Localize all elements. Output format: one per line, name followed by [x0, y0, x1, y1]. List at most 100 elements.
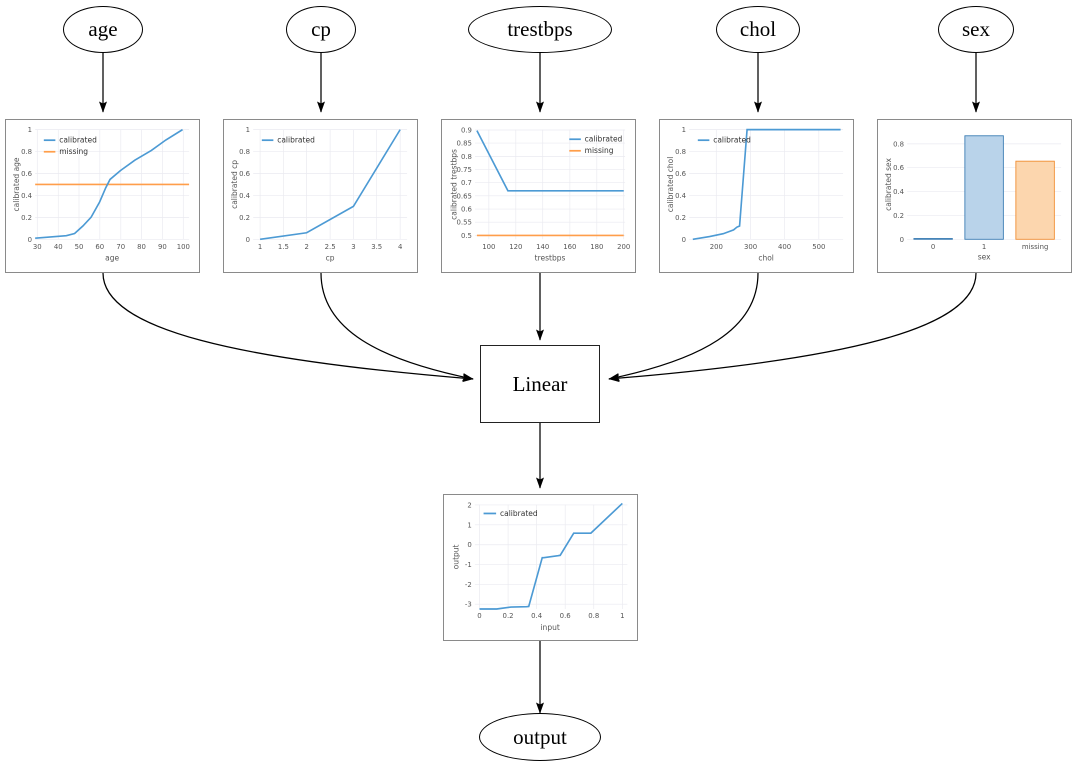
chart-chol-legend: calibrated [697, 136, 751, 145]
chart-panel-trestbps: calibrated missing 0.5 0.55 0.6 0.65 0.7… [441, 119, 636, 273]
svg-text:0.8: 0.8 [239, 148, 250, 156]
node-chol[interactable]: chol [716, 6, 800, 53]
svg-text:0: 0 [467, 541, 471, 549]
svg-text:0.6: 0.6 [239, 170, 250, 178]
svg-text:0.6: 0.6 [21, 170, 32, 178]
edge-cholchart-to-linear [608, 272, 759, 381]
svg-text:0.55: 0.55 [457, 219, 472, 227]
chart-cp-series-calibrated [259, 129, 401, 241]
node-linear-label: Linear [512, 371, 568, 396]
svg-text:0.9: 0.9 [461, 127, 472, 135]
svg-text:0.75: 0.75 [457, 166, 472, 174]
chart-trestbps-grid [475, 129, 626, 240]
svg-text:3: 3 [351, 243, 355, 251]
svg-text:60: 60 [95, 243, 104, 251]
chart-sex-xlabel: sex [978, 252, 991, 261]
node-trestbps-label: trestbps [507, 17, 573, 41]
chart-sex-ylabel: calibrated sex [884, 157, 893, 210]
edge-sexchart-to-linear [608, 272, 977, 383]
chart-output-legend: calibrated [483, 509, 538, 518]
chart-sex-bar-0 [913, 238, 953, 240]
svg-text:200: 200 [617, 243, 630, 251]
node-sex[interactable]: sex [938, 6, 1014, 53]
svg-text:300: 300 [744, 243, 757, 251]
chart-age-legend-calibrated: calibrated [59, 136, 97, 145]
chart-output-yticks: -3 -2 -1 0 1 2 [465, 501, 472, 608]
svg-text:0: 0 [246, 236, 250, 244]
svg-text:0.8: 0.8 [21, 148, 32, 156]
chart-chol-legend-calibrated: calibrated [713, 136, 751, 145]
svg-text:3.5: 3.5 [371, 243, 382, 251]
node-linear[interactable]: Linear [480, 345, 600, 423]
svg-text:0.2: 0.2 [239, 214, 250, 222]
node-cp-label: cp [311, 17, 331, 41]
chart-panel-chol: calibrated 0 0.2 0.4 0.6 0.8 1 200 300 4… [659, 119, 854, 273]
chart-age-series-calibrated [35, 128, 183, 239]
svg-text:0.6: 0.6 [560, 612, 571, 620]
svg-text:500: 500 [812, 243, 825, 251]
chart-age-legend-missing: missing [59, 147, 88, 156]
chart-output-ylabel: output [451, 544, 460, 569]
svg-text:0.85: 0.85 [457, 140, 472, 148]
svg-text:0.2: 0.2 [675, 214, 686, 222]
svg-text:2: 2 [304, 243, 308, 251]
chart-cp: calibrated 0 0.2 0.4 0.6 0.8 1 1 1.5 2 2… [230, 126, 408, 262]
chart-age-xticks: 30 40 50 60 70 80 90 100 [33, 243, 190, 251]
svg-text:0.8: 0.8 [893, 140, 904, 148]
svg-text:1: 1 [620, 612, 624, 620]
svg-text:1: 1 [982, 243, 986, 251]
svg-text:0.8: 0.8 [675, 148, 686, 156]
chart-trestbps: calibrated missing 0.5 0.55 0.6 0.65 0.7… [450, 127, 631, 263]
svg-text:100: 100 [482, 243, 495, 251]
svg-text:200: 200 [710, 243, 723, 251]
svg-text:0.65: 0.65 [457, 192, 472, 200]
chart-output-xlabel: input [540, 623, 559, 632]
node-sex-label: sex [962, 17, 990, 41]
svg-text:120: 120 [509, 243, 522, 251]
chart-cp-ylabel: calibrated cp [230, 160, 239, 209]
chart-age-xlabel: age [105, 253, 119, 262]
chart-sex: 0 0.2 0.4 0.6 0.8 0 1 missing sex calibr… [884, 129, 1062, 261]
chart-trestbps-legend-calibrated: calibrated [585, 135, 623, 144]
svg-text:160: 160 [563, 243, 576, 251]
chart-output-legend-calibrated: calibrated [500, 509, 538, 518]
svg-text:100: 100 [177, 243, 190, 251]
svg-text:-3: -3 [465, 601, 472, 609]
svg-text:0.2: 0.2 [503, 612, 514, 620]
svg-text:30: 30 [33, 243, 42, 251]
edge-agechart-to-linear [102, 272, 474, 383]
svg-text:4: 4 [398, 243, 402, 251]
chart-sex-xticks: 0 1 missing [931, 243, 1048, 251]
svg-text:1: 1 [28, 126, 32, 134]
chart-cp-legend: calibrated [261, 136, 315, 145]
chart-panel-cp: calibrated 0 0.2 0.4 0.6 0.8 1 1 1.5 2 2… [223, 119, 418, 273]
chart-chol-series-calibrated [692, 128, 841, 241]
chart-trestbps-ylabel: calibrated trestbps [450, 149, 459, 220]
chart-cp-yticks: 0 0.2 0.4 0.6 0.8 1 [239, 126, 250, 244]
chart-trestbps-yticks: 0.5 0.55 0.6 0.65 0.7 0.75 0.8 0.85 0.9 [457, 127, 472, 240]
svg-text:0.6: 0.6 [675, 170, 686, 178]
svg-text:0.6: 0.6 [893, 164, 904, 172]
node-trestbps[interactable]: trestbps [468, 6, 612, 53]
chart-trestbps-legend: calibrated missing [569, 135, 623, 155]
svg-text:missing: missing [1022, 243, 1049, 251]
chart-sex-yticks: 0 0.2 0.4 0.6 0.8 [893, 140, 904, 243]
svg-text:0: 0 [931, 243, 935, 251]
chart-panel-output: calibrated -3 -2 -1 0 1 2 0 0.2 0.4 0.6 … [443, 494, 638, 641]
svg-text:40: 40 [54, 243, 63, 251]
svg-text:2.5: 2.5 [325, 243, 336, 251]
svg-text:0.2: 0.2 [21, 214, 32, 222]
chart-output-series-calibrated [479, 502, 623, 610]
node-output[interactable]: output [479, 713, 601, 761]
svg-text:-2: -2 [465, 581, 472, 589]
node-cp[interactable]: cp [286, 6, 356, 53]
svg-text:0: 0 [28, 236, 32, 244]
svg-text:0.4: 0.4 [531, 612, 543, 620]
node-age[interactable]: age [63, 6, 143, 53]
chart-chol-ylabel: calibrated chol [666, 157, 675, 213]
chart-panel-age: calibrated missing 0 0.2 0.4 0.6 0.8 1 3… [5, 119, 200, 273]
chart-cp-grid [253, 129, 408, 240]
chart-chol-grid [689, 129, 844, 240]
chart-chol-xlabel: chol [758, 253, 774, 262]
svg-text:0.4: 0.4 [893, 188, 904, 196]
